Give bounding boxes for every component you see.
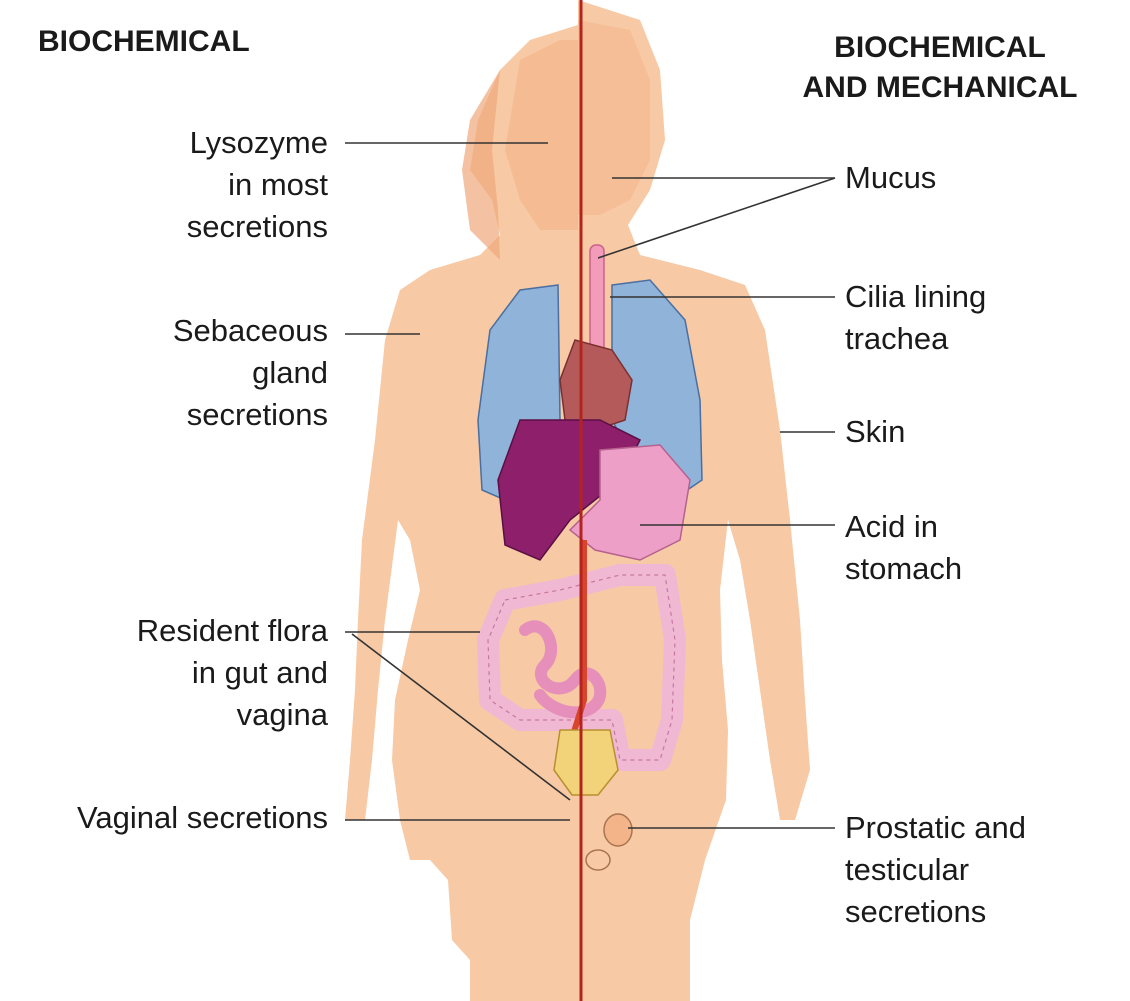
label-skin: Skin <box>845 411 905 453</box>
label-cilia-line: Cilia lining <box>845 276 986 318</box>
heading-biochemical-text: BIOCHEMICAL <box>38 22 250 62</box>
label-acid-line: Acid in <box>845 506 962 548</box>
label-prostatic-line: testicular <box>845 849 1026 891</box>
label-prostatic-line: Prostatic and <box>845 807 1026 849</box>
label-vaginal-line: Vaginal secretions <box>0 797 328 839</box>
label-sebaceous-line: secretions <box>40 394 328 436</box>
label-acid-line: stomach <box>845 548 962 590</box>
heading-biochemical: BIOCHEMICAL <box>38 22 250 62</box>
label-mucus: Mucus <box>845 157 936 199</box>
heading-right-line2: AND MECHANICAL <box>770 68 1110 108</box>
label-resident-flora-line: vagina <box>40 694 328 736</box>
label-vaginal-secretions: Vaginal secretions <box>0 797 328 839</box>
label-lysozyme-line: in most <box>40 164 328 206</box>
label-prostatic-line: secretions <box>845 891 1026 933</box>
label-lysozyme: Lysozyme in most secretions <box>40 122 328 248</box>
label-skin-line: Skin <box>845 411 905 453</box>
label-sebaceous-line: gland <box>40 352 328 394</box>
trachea <box>590 245 604 355</box>
label-sebaceous: Sebaceous gland secretions <box>40 310 328 436</box>
heading-biochemical-mechanical: BIOCHEMICAL AND MECHANICAL <box>770 28 1110 108</box>
label-mucus-line: Mucus <box>845 157 936 199</box>
label-cilia-line: trachea <box>845 318 986 360</box>
label-lysozyme-line: Lysozyme <box>40 122 328 164</box>
label-resident-flora: Resident flora in gut and vagina <box>40 610 328 736</box>
heading-right-line1: BIOCHEMICAL <box>770 28 1110 68</box>
label-resident-flora-line: Resident flora <box>40 610 328 652</box>
testis <box>604 814 632 846</box>
label-sebaceous-line: Sebaceous <box>40 310 328 352</box>
glans <box>586 850 610 870</box>
label-lysozyme-line: secretions <box>40 206 328 248</box>
label-resident-flora-line: in gut and <box>40 652 328 694</box>
label-cilia: Cilia lining trachea <box>845 276 986 360</box>
label-prostatic: Prostatic and testicular secretions <box>845 807 1026 933</box>
label-acid-stomach: Acid in stomach <box>845 506 962 590</box>
